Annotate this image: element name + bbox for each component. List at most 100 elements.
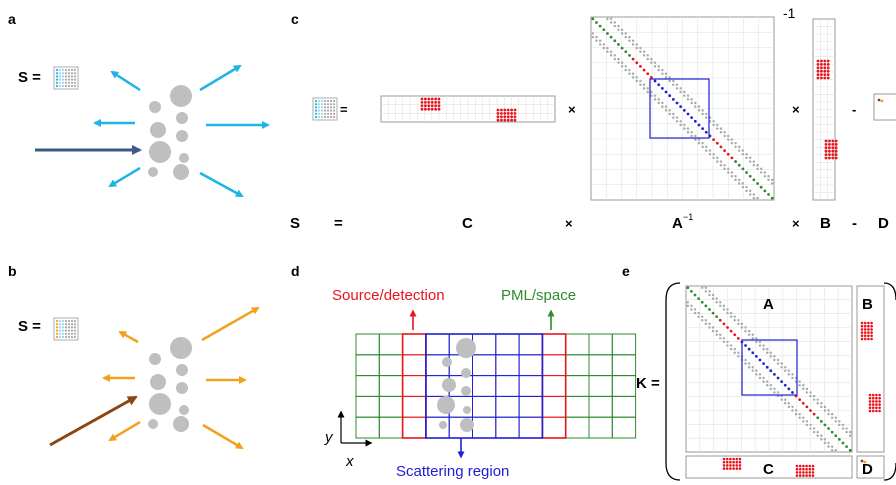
panel-c-scattering-block: [649, 78, 710, 139]
a-matrix-diagonal-entry: [823, 423, 827, 427]
a-matrix-offdiagonal-entry: [722, 304, 726, 308]
s-matrix-entry: [73, 68, 77, 72]
e-block-c-entry: [805, 464, 808, 468]
pml-grid-cell: [378, 333, 404, 356]
a-matrix-offdiagonal-entry: [675, 116, 679, 119]
a-matrix-offdiagonal-entry: [769, 387, 773, 391]
pml-grid-cell: [611, 395, 637, 418]
a-matrix-diagonal-entry: [830, 430, 834, 434]
e-block-b-entry: [871, 393, 875, 397]
a-matrix-diagonal-entry: [606, 32, 609, 35]
a-matrix-diagonal-entry: [591, 17, 595, 21]
a-matrix-offdiagonal-entry: [748, 156, 752, 160]
panel-c-eq-minus: -: [852, 215, 857, 232]
scatterer-disk: [176, 130, 188, 142]
c-matrix-entry: [513, 118, 517, 122]
a-matrix-offdiagonal-entry: [642, 87, 646, 90]
e-block-b-entry: [868, 393, 872, 397]
s-matrix-entry: [314, 99, 318, 103]
a-matrix-diagonal-entry: [639, 65, 642, 68]
s-matrix-entry: [70, 329, 74, 332]
a-matrix-offdiagonal-entry: [802, 420, 805, 423]
a-matrix-offdiagonal-entry: [701, 286, 704, 290]
a-matrix-offdiagonal-entry: [683, 123, 686, 127]
b-matrix-entry: [834, 156, 838, 160]
a-matrix-offdiagonal-entry: [809, 394, 812, 398]
s-matrix-entry: [320, 99, 324, 103]
a-matrix-offdiagonal-entry: [830, 448, 834, 452]
panel-a-scatterers: [148, 85, 192, 180]
a-matrix-offdiagonal-entry: [791, 373, 794, 376]
b-matrix-entry: [834, 146, 838, 150]
e-block-b-entry: [867, 331, 870, 334]
panel-d-y-label: y: [324, 429, 334, 446]
e-block-b-entry: [868, 400, 872, 403]
a-matrix-offdiagonal-entry: [787, 373, 791, 376]
a-matrix-offdiagonal-entry: [727, 171, 730, 174]
a-matrix-offdiagonal-entry: [719, 304, 722, 308]
e-block-c-entry: [735, 464, 739, 467]
panel-c-eq-b: B: [820, 215, 831, 232]
e-block-b-entry: [878, 393, 881, 397]
s-matrix-entry: [61, 323, 65, 326]
e-block-c-entry: [795, 464, 799, 468]
a-matrix-offdiagonal-entry: [628, 35, 631, 39]
e-block-c-entry: [722, 457, 726, 461]
e-block-c-entry: [738, 457, 742, 461]
a-matrix-offdiagonal-entry: [694, 101, 697, 105]
panel-d-scatter-label: Scattering region: [396, 463, 509, 480]
a-matrix-offdiagonal-entry: [805, 420, 809, 423]
s-matrix-entry: [317, 112, 321, 115]
a-matrix-offdiagonal-entry: [712, 156, 715, 160]
a-matrix-offdiagonal-entry: [769, 351, 773, 354]
a-matrix-diagonal-entry: [744, 344, 747, 347]
c-matrix-entry: [506, 115, 510, 119]
e-block-c-entry: [795, 474, 799, 477]
panel-e-label-d: D: [862, 461, 873, 478]
a-matrix-offdiagonal-entry: [752, 193, 756, 196]
pml-grid-cell: [495, 333, 520, 356]
b-matrix-entry: [831, 146, 835, 150]
a-matrix-offdiagonal-entry: [737, 355, 740, 358]
a-matrix-offdiagonal-entry: [848, 430, 852, 434]
a-matrix-offdiagonal-entry: [595, 35, 598, 39]
a-matrix-offdiagonal-entry: [816, 430, 819, 434]
c-matrix-entry: [503, 108, 507, 112]
a-matrix-offdiagonal-entry: [635, 43, 638, 46]
b-matrix-entry: [824, 146, 828, 150]
a-matrix-offdiagonal-entry: [744, 329, 747, 333]
a-matrix-diagonal-entry: [718, 318, 722, 322]
e-block-c-entry: [811, 474, 815, 477]
a-matrix-diagonal-entry: [675, 101, 679, 105]
a-matrix-offdiagonal-entry: [609, 54, 613, 57]
e-block-b-entry: [870, 334, 873, 338]
e-block-c-entry: [805, 474, 808, 477]
s-matrix-entry: [67, 319, 71, 323]
a-matrix-offdiagonal-entry: [715, 297, 718, 300]
scatterer-disk: [176, 382, 188, 394]
a-matrix-offdiagonal-entry: [624, 65, 628, 68]
e-block-b-entry: [863, 334, 867, 338]
a-matrix-offdiagonal-entry: [693, 311, 697, 315]
s-matrix-entry: [55, 84, 59, 88]
s-matrix-entry: [329, 115, 333, 119]
a-matrix-offdiagonal-entry: [791, 376, 794, 380]
s-matrix-entry: [55, 335, 59, 339]
c-matrix-entry: [424, 101, 427, 104]
a-matrix-offdiagonal-entry: [701, 319, 704, 322]
a-matrix-diagonal-entry: [642, 68, 646, 72]
e-block-c-entry: [722, 467, 726, 470]
pml-grid-cell: [565, 375, 590, 397]
a-matrix-offdiagonal-entry: [758, 344, 762, 347]
scatterer-disk: [461, 368, 471, 378]
a-matrix-offdiagonal-entry: [776, 358, 780, 362]
pml-grid-cell: [355, 416, 380, 439]
s-matrix-entry: [326, 99, 330, 103]
a-matrix-offdiagonal-entry: [650, 57, 653, 61]
s-matrix-entry: [58, 84, 62, 88]
a-matrix-offdiagonal-entry: [827, 441, 830, 445]
a-matrix-offdiagonal-entry: [690, 131, 693, 134]
s-matrix-entry: [55, 72, 59, 75]
e-block-c-entry: [811, 471, 815, 474]
e-block-b-entry: [868, 409, 872, 413]
